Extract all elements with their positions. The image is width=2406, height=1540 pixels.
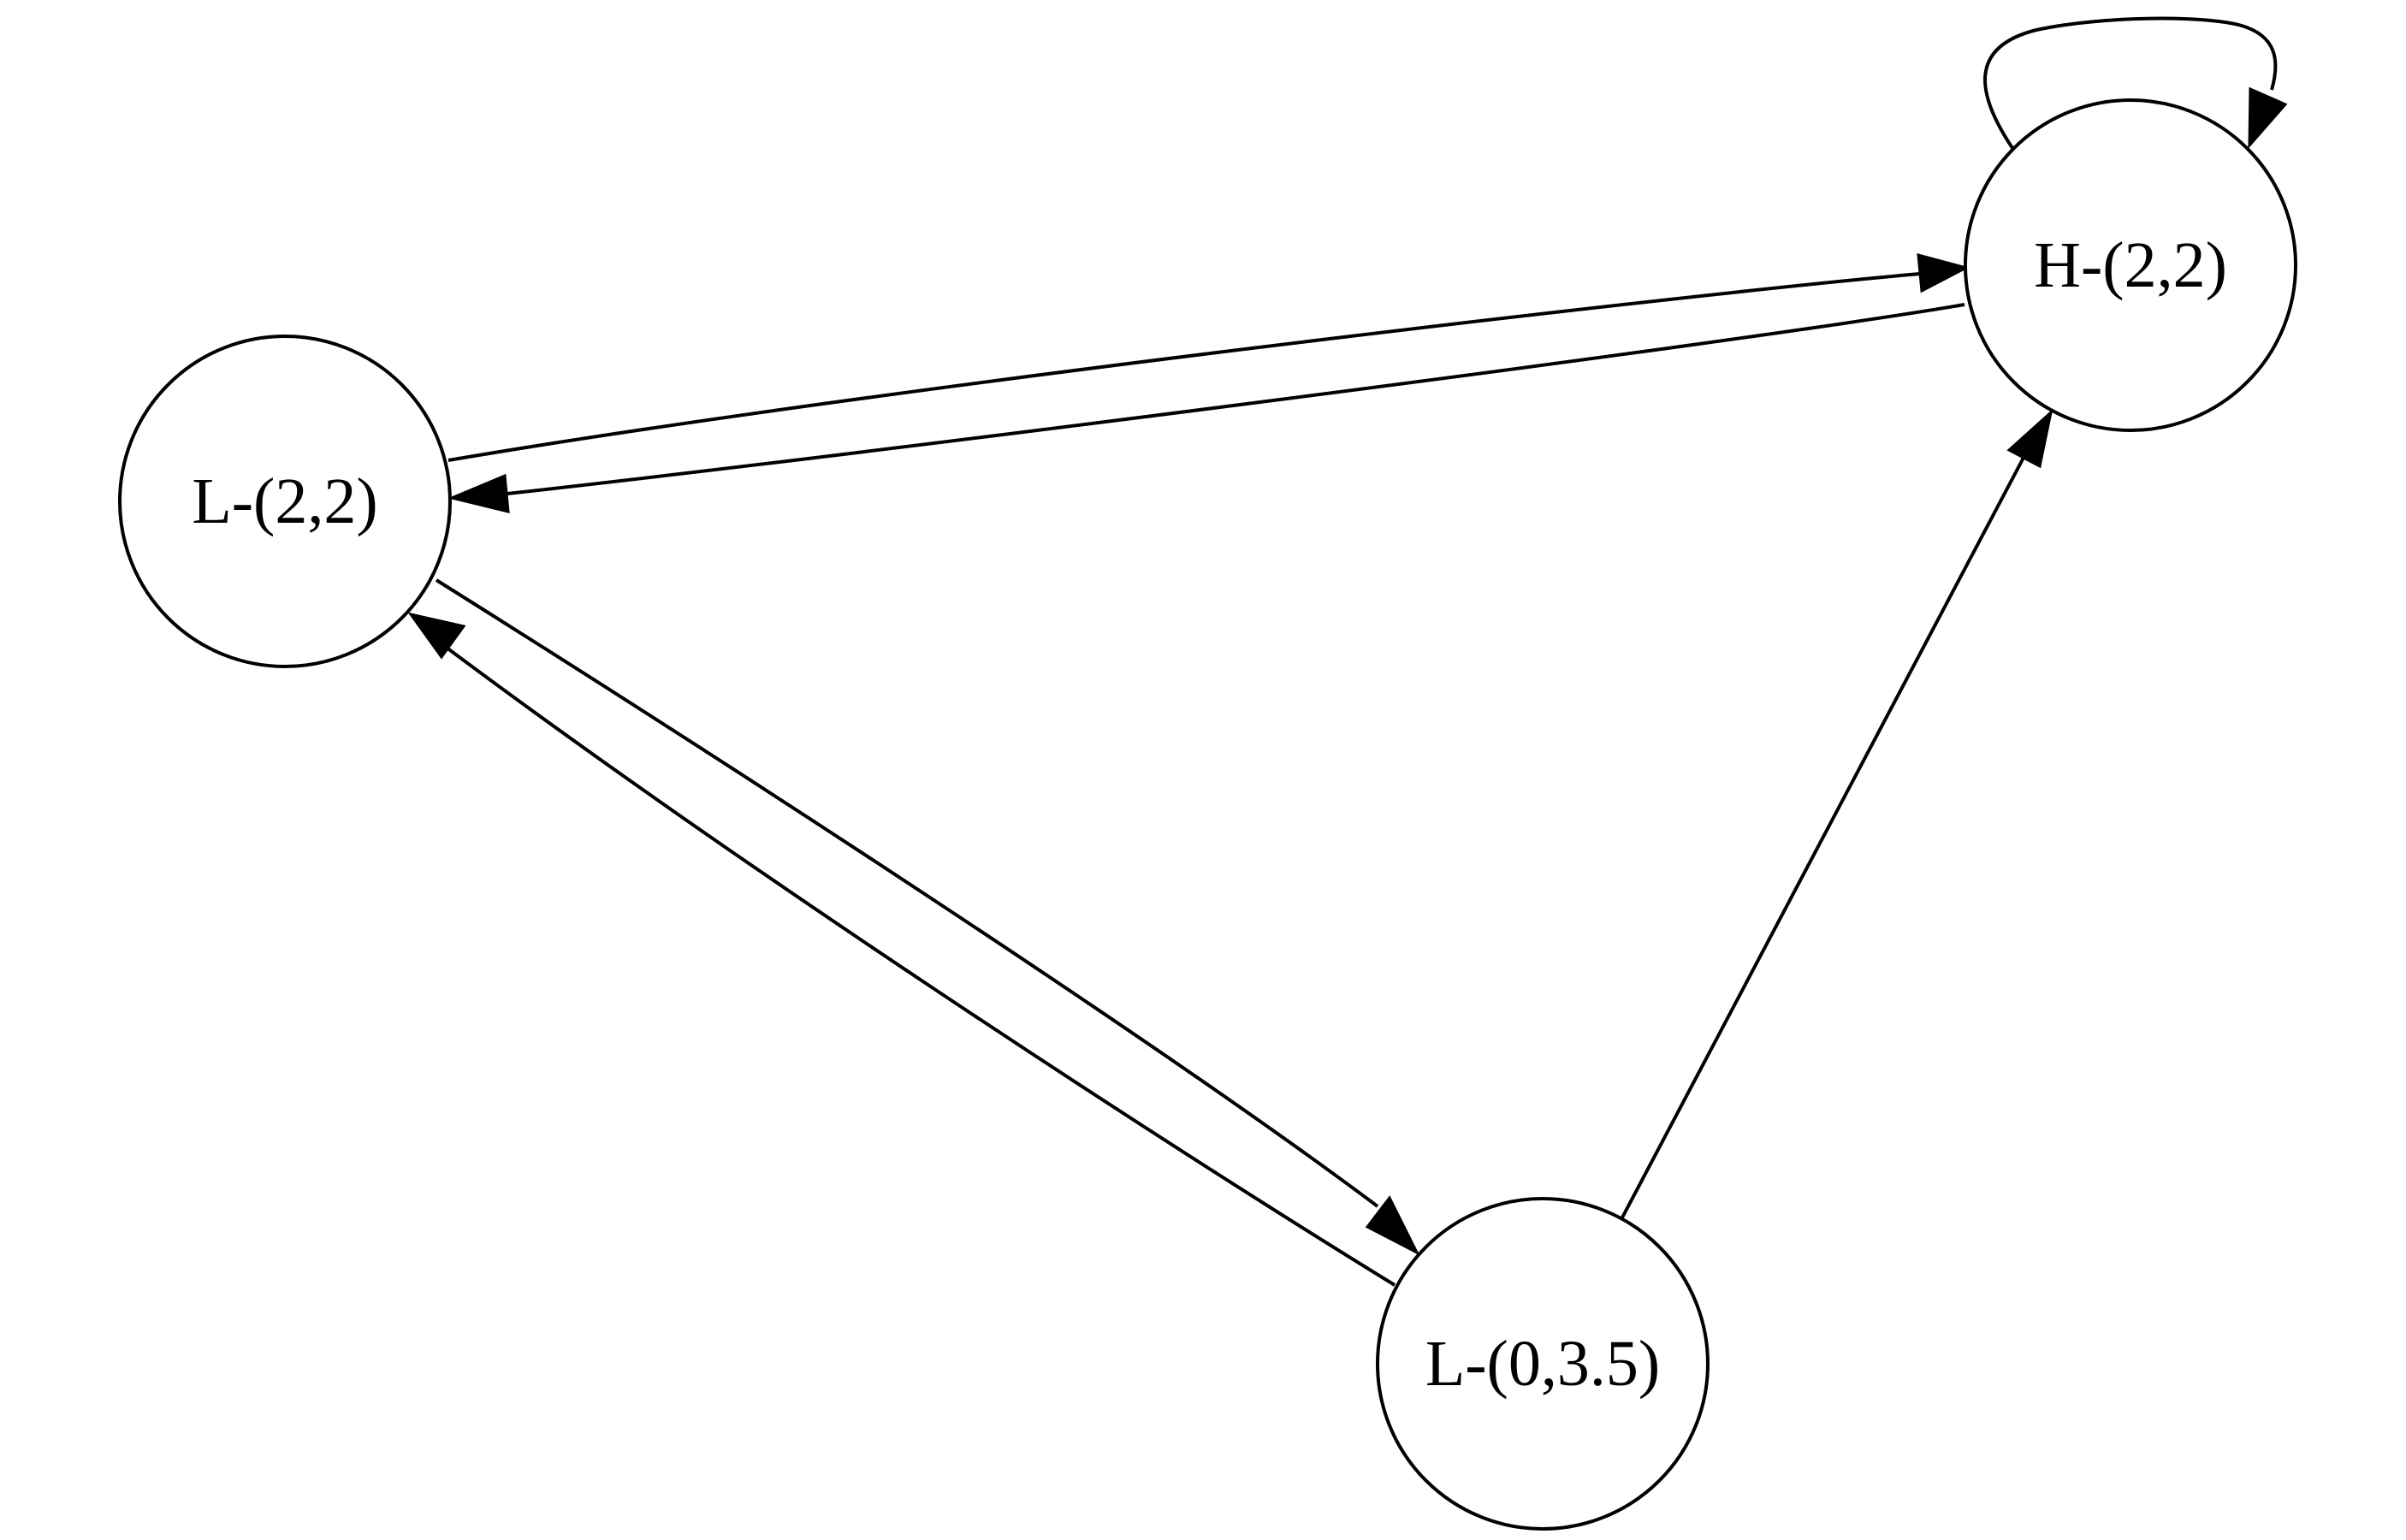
edge-h22-to-l22	[507, 303, 1965, 495]
node-l035-label: L-(0,3.5)	[1425, 1328, 1660, 1400]
edge-l22-to-h22	[447, 272, 1921, 462]
node-l22-label: L-(2,2)	[192, 465, 377, 537]
node-h22-label: H-(2,2)	[2034, 229, 2227, 301]
arrowhead-h22-self-loop	[2248, 86, 2288, 150]
node-l035[interactable]: L-(0,3.5)	[1376, 1197, 1710, 1531]
nodes: L-(2,2) H-(2,2) L-(0,3.5)	[118, 98, 2297, 1531]
arrowhead-l22-to-l035	[1365, 1195, 1420, 1256]
edge-l035-to-h22	[1620, 455, 2026, 1220]
edge-h22-self-loop	[1983, 16, 2278, 150]
node-l22-circle	[118, 335, 452, 668]
node-l22[interactable]: L-(2,2)	[118, 335, 452, 668]
arrowhead-l035-to-l22	[407, 612, 466, 660]
edges	[407, 16, 2288, 1287]
edge-l035-to-l22	[441, 643, 1396, 1287]
edge-l22-to-l035	[435, 578, 1379, 1208]
node-h22[interactable]: H-(2,2)	[1964, 98, 2297, 432]
node-h22-circle	[1964, 98, 2297, 432]
arrowhead-l035-to-h22	[2006, 408, 2053, 469]
arrowhead-h22-to-l22	[447, 473, 510, 513]
node-l035-circle	[1376, 1197, 1710, 1531]
arrowhead-l22-to-h22	[1917, 252, 1970, 293]
